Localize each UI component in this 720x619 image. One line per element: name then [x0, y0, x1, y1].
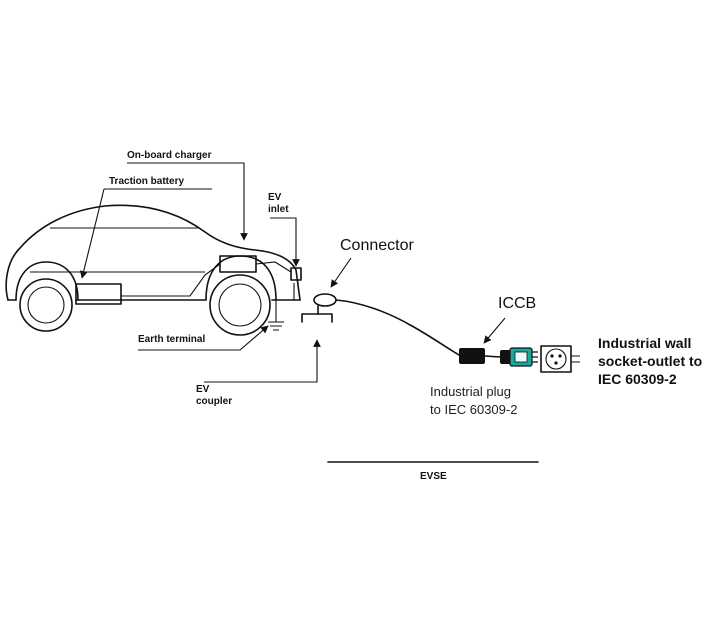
- front-wheel: [209, 274, 271, 336]
- industrial-plug-label-line2: to IEC 60309-2: [430, 402, 517, 417]
- industrial-plug: [500, 347, 538, 367]
- wall-socket-label-line3: IEC 60309-2: [598, 371, 677, 387]
- industrial-plug-caption: Industrial plug to IEC 60309-2: [430, 384, 517, 417]
- ev-coupler-callout: EV coupler: [196, 339, 321, 407]
- iccb-label: ICCB: [498, 295, 536, 312]
- connector-callout: Connector: [330, 237, 414, 288]
- ev-coupler-label-line2: coupler: [196, 396, 232, 407]
- earth-terminal-label: Earth terminal: [138, 334, 205, 345]
- iccb-box: [459, 348, 485, 364]
- iccb-callout: ICCB: [483, 295, 536, 344]
- wall-socket-label-line1: Industrial wall: [598, 335, 691, 351]
- earth-terminal-callout: Earth terminal: [138, 325, 269, 351]
- ev-inlet-box: [290, 267, 302, 281]
- earth-terminal-symbol: [268, 283, 295, 331]
- industrial-plug-label-line1: Industrial plug: [430, 384, 511, 399]
- ev-inlet-label-line2: inlet: [268, 204, 289, 215]
- onboard-charger-callout: On-board charger: [127, 150, 248, 241]
- traction-battery-callout: Traction battery: [79, 176, 212, 279]
- ev-inlet-label-line1: EV: [268, 192, 282, 203]
- wall-socket: [540, 345, 580, 373]
- traction-battery-box: [75, 283, 122, 305]
- ev-coupler-label-line1: EV: [196, 384, 210, 395]
- ev-coupler: [301, 305, 333, 323]
- traction-battery-label: Traction battery: [109, 176, 184, 187]
- connector-head: [313, 293, 337, 307]
- ev-inlet-callout: EV inlet: [268, 192, 300, 267]
- evse-label: EVSE: [420, 471, 447, 482]
- wall-socket-label-line2: socket-outlet to: [598, 353, 702, 369]
- plug-cable: [484, 355, 501, 358]
- onboard-charger-label: On-board charger: [127, 150, 212, 161]
- car-outline: [5, 204, 301, 301]
- connector-label: Connector: [340, 237, 414, 254]
- charging-cable: [335, 299, 460, 356]
- evse-scale: EVSE: [327, 461, 539, 482]
- rear-wheel: [19, 278, 73, 332]
- internal-wiring: [121, 261, 292, 297]
- wall-socket-caption: Industrial wall socket-outlet to IEC 603…: [598, 335, 702, 387]
